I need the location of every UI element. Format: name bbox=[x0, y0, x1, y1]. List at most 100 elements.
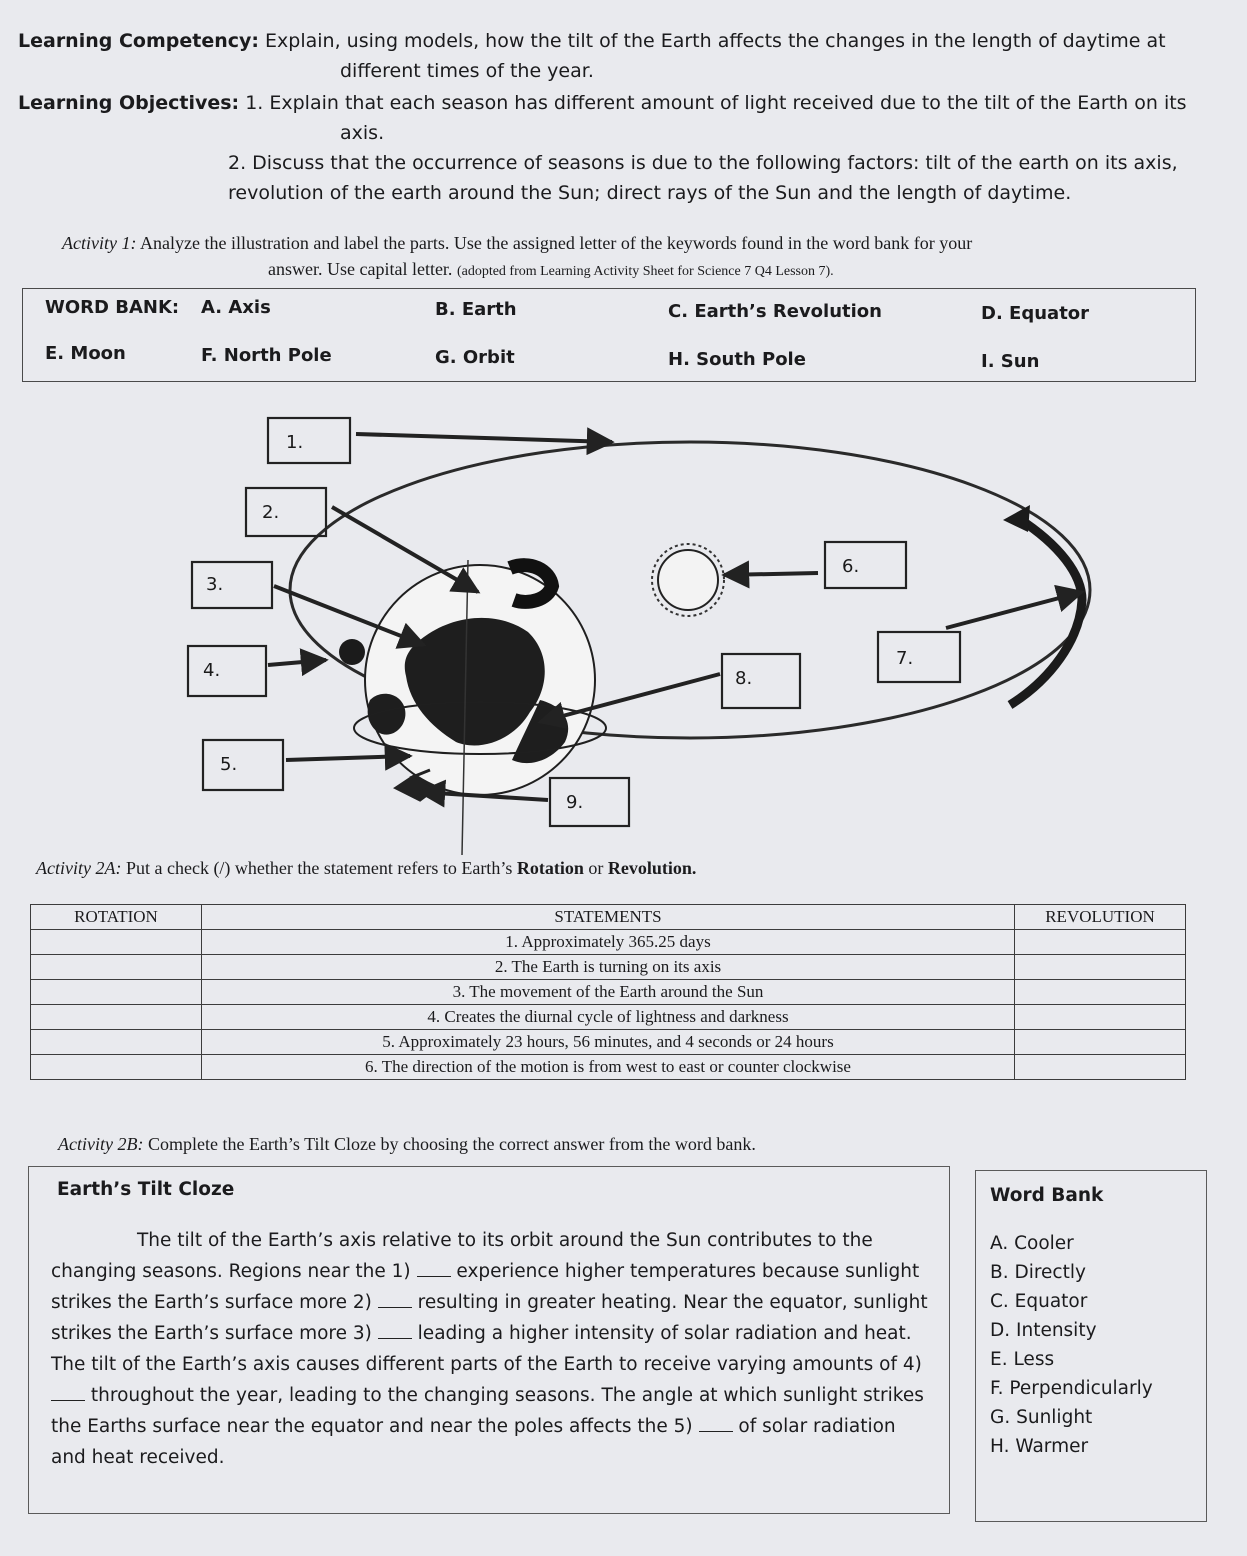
revolution-check-cell[interactable] bbox=[1014, 1054, 1186, 1080]
competency-text-line1: Explain, using models, how the tilt of t… bbox=[265, 30, 1166, 52]
statement-cell: 6. The direction of the motion is from w… bbox=[201, 1054, 1015, 1080]
statement-cell: 5. Approximately 23 hours, 56 minutes, a… bbox=[201, 1029, 1015, 1055]
label-number-6: 6. bbox=[842, 556, 859, 577]
rotation-check-cell[interactable] bbox=[30, 1004, 202, 1030]
revolution-check-cell[interactable] bbox=[1014, 954, 1186, 980]
list-item: G. Sunlight bbox=[990, 1407, 1093, 1428]
label-box-3[interactable] bbox=[190, 560, 274, 610]
activity-2a-or-word: or bbox=[588, 858, 604, 878]
earth-orbit-diagram: 1. 2. 3. 4. 5. 6. 7. 8. 9. bbox=[186, 416, 1092, 855]
activity-2b-text: Complete the Earth’s Tilt Cloze by choos… bbox=[147, 1134, 756, 1154]
revolution-check-cell[interactable] bbox=[1014, 1004, 1186, 1030]
revolution-arrowhead-icon bbox=[1003, 505, 1030, 532]
table-row: 5. Approximately 23 hours, 56 minutes, a… bbox=[30, 1029, 1186, 1055]
cloze-blank-2[interactable] bbox=[377, 1293, 412, 1308]
statement-cell: 2. The Earth is turning on its axis bbox=[201, 954, 1015, 980]
cloze-word-bank-box: Word Bank A. Cooler B. Directly C. Equat… bbox=[975, 1170, 1207, 1522]
cloze-blank-1[interactable] bbox=[416, 1262, 451, 1277]
label-number-8: 8. bbox=[735, 668, 752, 689]
pointer-arrow-5 bbox=[285, 742, 413, 771]
objectives-label: Learning Objectives: bbox=[18, 92, 240, 114]
label-box-9[interactable] bbox=[548, 776, 631, 828]
label-box-8[interactable] bbox=[720, 652, 802, 710]
rotation-check-cell[interactable] bbox=[30, 979, 202, 1005]
list-item: E. Less bbox=[990, 1349, 1055, 1370]
statement-cell: 3. The movement of the Earth around the … bbox=[201, 979, 1015, 1005]
revolution-check-cell[interactable] bbox=[1014, 979, 1186, 1005]
label-number-2: 2. bbox=[262, 502, 279, 523]
word-bank-item: E. Moon bbox=[45, 343, 126, 364]
activity-2a-revolution-word: Revolution. bbox=[607, 858, 697, 878]
rotation-revolution-table: ROTATION STATEMENTS REVOLUTION 1. Approx… bbox=[30, 904, 1186, 1080]
list-item: C. Equator bbox=[990, 1291, 1088, 1312]
label-number-4: 4. bbox=[203, 660, 220, 681]
word-bank-item: I. Sun bbox=[981, 351, 1040, 372]
label-number-9: 9. bbox=[566, 792, 583, 813]
cloze-segment: leading a higher intensity of solar radi… bbox=[51, 1323, 922, 1375]
revolution-check-cell[interactable] bbox=[1014, 929, 1186, 955]
table-row: 3. The movement of the Earth around the … bbox=[30, 979, 1186, 1005]
cloze-blank-4[interactable] bbox=[51, 1386, 85, 1401]
table-header-row: ROTATION STATEMENTS REVOLUTION bbox=[30, 904, 1186, 930]
word-bank-box: WORD BANK: A. Axis B. Earth C. Earth’s R… bbox=[22, 288, 1196, 382]
table-row: 4. Creates the diurnal cycle of lightnes… bbox=[30, 1004, 1186, 1030]
activity-2b-instructions: Activity 2B: Complete the Earth’s Tilt C… bbox=[58, 1134, 756, 1155]
activity-2a-rotation-word: Rotation bbox=[516, 858, 584, 878]
label-box-6[interactable] bbox=[823, 540, 908, 590]
activity-2b-label: Activity 2B: bbox=[58, 1134, 144, 1154]
rotation-check-cell[interactable] bbox=[30, 954, 202, 980]
activity-1-text-line2: answer. Use capital letter. bbox=[268, 259, 453, 279]
statement-cell: 4. Creates the diurnal cycle of lightnes… bbox=[201, 1004, 1015, 1030]
cloze-segment: throughout the year, leading to the chan… bbox=[51, 1385, 924, 1437]
activity-1-label: Activity 1: bbox=[62, 233, 137, 253]
activity-2a-instructions: Activity 2A: Put a check (/) whether the… bbox=[36, 858, 696, 879]
learning-competency: Learning Competency: Explain, using mode… bbox=[18, 26, 1218, 86]
rotation-check-cell[interactable] bbox=[30, 1029, 202, 1055]
word-bank-label: WORD BANK: bbox=[45, 297, 180, 318]
table-row: 6. The direction of the motion is from w… bbox=[30, 1054, 1186, 1080]
moon-icon bbox=[339, 639, 365, 665]
cloze-paragraph: The tilt of the Earth’s axis relative to… bbox=[51, 1225, 931, 1473]
orbit-path bbox=[288, 440, 1092, 740]
label-box-5[interactable] bbox=[201, 738, 285, 792]
rotation-check-cell[interactable] bbox=[30, 929, 202, 955]
activity-2a-label: Activity 2A: bbox=[36, 858, 122, 878]
rotation-check-cell[interactable] bbox=[30, 1054, 202, 1080]
rotation-arrow-icon bbox=[507, 558, 560, 609]
pointer-arrow-8 bbox=[537, 672, 721, 730]
activity-1-source: (adopted from Learning Activity Sheet fo… bbox=[456, 264, 834, 279]
activity-1-text-line1: Analyze the illustration and label the p… bbox=[139, 233, 973, 253]
list-item: F. Perpendicularly bbox=[990, 1378, 1153, 1399]
header-rotation: ROTATION bbox=[30, 904, 202, 930]
word-bank-item: C. Earth’s Revolution bbox=[668, 301, 882, 322]
earth-tilt-cloze-box: Earth’s Tilt Cloze The tilt of the Earth… bbox=[28, 1166, 950, 1514]
label-box-4[interactable] bbox=[186, 644, 268, 698]
list-item: B. Directly bbox=[990, 1262, 1086, 1283]
label-number-7: 7. bbox=[896, 648, 913, 669]
cloze-title: Earth’s Tilt Cloze bbox=[57, 1179, 235, 1200]
word-bank-item: D. Equator bbox=[981, 303, 1090, 324]
cloze-word-bank-title: Word Bank bbox=[990, 1185, 1104, 1206]
objective-2-line2: revolution of the earth around the Sun; … bbox=[228, 182, 1072, 204]
label-number-1: 1. bbox=[286, 432, 303, 453]
label-box-7[interactable] bbox=[876, 630, 962, 684]
label-box-2[interactable] bbox=[244, 486, 328, 538]
activity-1-instructions: Activity 1: Analyze the illustration and… bbox=[62, 230, 1202, 285]
learning-objectives: Learning Objectives: 1. Explain that eac… bbox=[18, 88, 1228, 208]
list-item: D. Intensity bbox=[990, 1320, 1097, 1341]
objective-1-line1: 1. Explain that each season has differen… bbox=[245, 92, 1187, 114]
activity-2a-text: Put a check (/) whether the statement re… bbox=[125, 858, 513, 878]
word-bank-item: B. Earth bbox=[435, 299, 517, 320]
cloze-segment: experience higher temperatures because s… bbox=[51, 1261, 920, 1313]
cloze-segment: The tilt of the Earth’s axis relative to… bbox=[51, 1230, 873, 1282]
sun-icon bbox=[651, 543, 725, 617]
label-number-5: 5. bbox=[220, 754, 237, 775]
cloze-blank-3[interactable] bbox=[377, 1324, 412, 1339]
objective-2-line1: 2. Discuss that the occurrence of season… bbox=[228, 152, 1178, 174]
pointer-arrow-1 bbox=[355, 427, 615, 456]
label-box-1[interactable] bbox=[266, 416, 352, 465]
revolution-check-cell[interactable] bbox=[1014, 1029, 1186, 1055]
pointer-arrow-4 bbox=[267, 648, 329, 677]
word-bank-item: H. South Pole bbox=[668, 349, 806, 370]
cloze-blank-5[interactable] bbox=[698, 1417, 733, 1432]
